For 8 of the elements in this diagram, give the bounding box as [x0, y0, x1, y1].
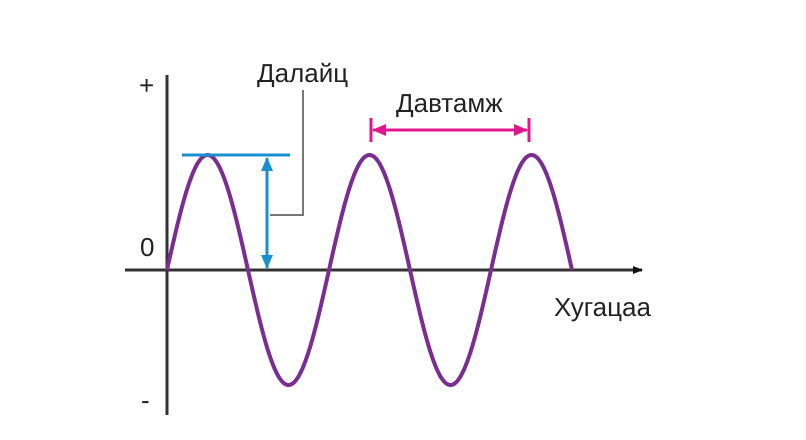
axis-sign: -	[141, 385, 150, 415]
dimension-line	[261, 157, 273, 269]
amplitude-label: Далайц	[257, 58, 348, 88]
axis-title: Хугацаа	[554, 292, 651, 322]
axis-sign: +	[139, 70, 154, 100]
period-label: Давтамж	[396, 88, 503, 118]
axis-tick-label: 0	[140, 232, 154, 262]
leader-line	[270, 90, 304, 216]
